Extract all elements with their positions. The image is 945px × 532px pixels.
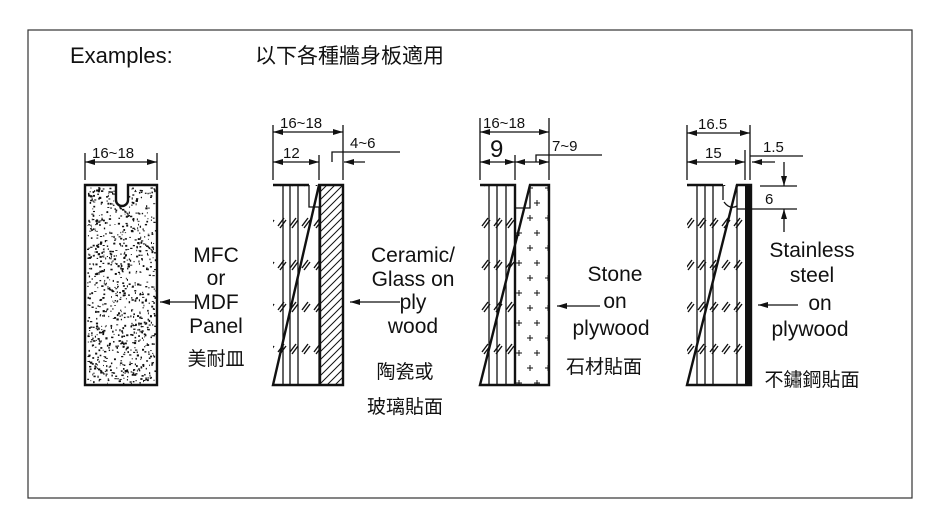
dim-overall: 16~18	[92, 145, 134, 162]
dim-base: 9	[490, 136, 503, 163]
label-line: or	[207, 267, 226, 290]
label-line: on	[808, 292, 831, 315]
label-line: MDF	[193, 291, 239, 314]
panel-ceramic-glass: 16~18 12 4~6 Ceramic/ Glass on ply wood …	[271, 115, 455, 418]
frame-border	[27, 29, 913, 499]
label-line: ply	[400, 291, 427, 314]
label-zh: 玻璃貼面	[367, 396, 443, 418]
dim-overall: 16~18	[280, 115, 322, 132]
title-label: Examples:	[70, 43, 173, 68]
label-line: wood	[387, 315, 438, 338]
panel-mfc-mdf: 16~18 MFC or MDF Panel 美耐皿	[83, 145, 245, 387]
label-line: Ceramic/	[371, 244, 455, 267]
panel-stainless-steel: 16.5 15 1.5 6 Stainless steel on plywood…	[685, 116, 860, 391]
speckle-fill	[87, 187, 157, 385]
dim-facing: 1.5	[763, 139, 784, 156]
label-zh: 石材貼面	[566, 356, 642, 378]
label-line: Stone	[588, 263, 643, 286]
label-zh: 不鏽鋼貼面	[764, 369, 859, 391]
panel-stone: 16~18 9 7~9 Stone on plywood 石材貼面	[478, 115, 650, 387]
dim-overall: 16~18	[483, 115, 525, 132]
label-zh: 陶瓷或	[376, 361, 433, 383]
label-zh: 美耐皿	[187, 348, 244, 370]
label-line: plywood	[572, 317, 649, 340]
label-line: steel	[790, 264, 834, 287]
steel-sheet	[745, 185, 751, 385]
dim-base: 15	[705, 145, 722, 162]
dim-base: 12	[283, 145, 300, 162]
label-line: MFC	[193, 244, 239, 267]
label-line: Panel	[189, 315, 243, 338]
dim-overall: 16.5	[698, 116, 727, 133]
label-line: on	[603, 290, 626, 313]
dim-facing: 7~9	[552, 138, 577, 155]
title-subtitle: 以下各種牆身板適用	[255, 44, 444, 68]
label-line: Glass on	[372, 268, 455, 291]
dim-groove-depth: 6	[765, 191, 773, 208]
dim-facing: 4~6	[350, 135, 375, 152]
label-line: plywood	[771, 318, 848, 341]
label-line: Stainless	[769, 239, 854, 262]
